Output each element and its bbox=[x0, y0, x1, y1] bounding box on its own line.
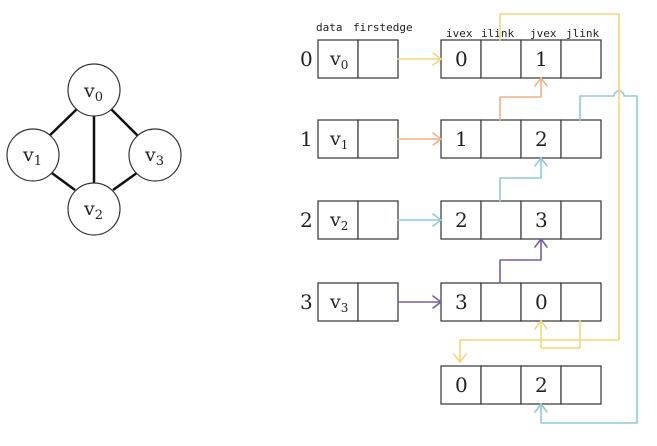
vertex-index-0: 0 bbox=[300, 47, 313, 71]
vertex-table: 0 v0 1 v1 2 v2 3 v3 bbox=[300, 39, 399, 322]
edge-node-2 bbox=[440, 200, 602, 240]
graph-vertex-label-v3: v3 bbox=[144, 144, 164, 169]
edge-nodes: 0 1 1 2 2 3 3 0 0 2 bbox=[440, 39, 602, 405]
edge-node-2-ivex: 2 bbox=[455, 208, 468, 232]
vertex-data-label-0: v0 bbox=[329, 48, 348, 72]
vertex-data-cell-1 bbox=[317, 119, 359, 159]
graph-vertex-label-v2: v2 bbox=[83, 198, 103, 223]
vertex-data-cell-2 bbox=[317, 200, 359, 240]
arrow-node3-jlink bbox=[534, 320, 581, 349]
vertex-firstedge-cell-2 bbox=[357, 200, 399, 240]
vertex-data-label-3: v3 bbox=[329, 291, 348, 315]
graph-vertex-v0 bbox=[67, 63, 121, 117]
edge-node-0-jvex: 1 bbox=[535, 47, 548, 71]
edge-node-3 bbox=[440, 282, 602, 322]
header-ivex: ivex bbox=[446, 27, 473, 40]
graph-edge-v0-v1 bbox=[44, 107, 79, 141]
arrow-node1-jlink bbox=[534, 90, 638, 424]
edge-node-3-ivex: 3 bbox=[455, 290, 468, 314]
graph-edge-v0-v3 bbox=[109, 107, 142, 140]
arrow-firstedge-1 bbox=[397, 132, 442, 146]
vertex-firstedge-cell-3 bbox=[357, 282, 399, 322]
header-data: data bbox=[316, 21, 343, 34]
edge-node-4 bbox=[440, 365, 602, 405]
edge-node-4-ivex: 0 bbox=[455, 373, 468, 397]
graph bbox=[44, 107, 142, 192]
vertex-data-label-2: v2 bbox=[329, 209, 348, 233]
vertex-firstedge-cell-1 bbox=[357, 119, 399, 159]
edge-node-0 bbox=[440, 39, 602, 79]
edge-node-3-jvex: 0 bbox=[535, 290, 548, 314]
graph-vertex-label-v0: v0 bbox=[83, 80, 103, 105]
edge-node-4-jvex: 2 bbox=[535, 373, 548, 397]
graph-vertex-v1 bbox=[6, 128, 60, 182]
arrow-node3-ilink bbox=[499, 238, 548, 284]
vertex-data-label-1: v1 bbox=[329, 128, 348, 152]
graph-vertex-label-v1: v1 bbox=[22, 144, 42, 169]
edge-node-1 bbox=[440, 119, 602, 159]
arrow-firstedge-2 bbox=[397, 213, 442, 227]
vertex-index-1: 1 bbox=[300, 127, 313, 151]
arrow-firstedge-3 bbox=[397, 295, 442, 309]
vertex-data-cell-3 bbox=[317, 282, 359, 322]
header-ilink: ilink bbox=[481, 27, 514, 40]
edge-node-0-ivex: 0 bbox=[455, 47, 468, 71]
vertex-data-cell-0 bbox=[317, 39, 359, 79]
arrow-firstedge-0 bbox=[397, 52, 442, 66]
header-jvex: jvex bbox=[530, 27, 557, 40]
vertex-index-3: 3 bbox=[300, 290, 313, 314]
edge-node-2-jvex: 3 bbox=[535, 208, 548, 232]
arrow-node0-ilink bbox=[453, 13, 620, 363]
header-firstedge: firstedge bbox=[353, 21, 413, 34]
arrow-node1-ilink bbox=[499, 77, 548, 121]
arrow-node2-ilink bbox=[499, 157, 548, 202]
graph-vertex-v3 bbox=[128, 128, 182, 182]
edge-node-1-jvex: 2 bbox=[535, 127, 548, 151]
graph-vertex-v2 bbox=[67, 182, 121, 236]
header-jlink: jlink bbox=[566, 27, 599, 40]
vertex-firstedge-cell-0 bbox=[357, 39, 399, 79]
vertex-index-2: 2 bbox=[300, 208, 313, 232]
edge-node-1-ivex: 1 bbox=[455, 127, 468, 151]
